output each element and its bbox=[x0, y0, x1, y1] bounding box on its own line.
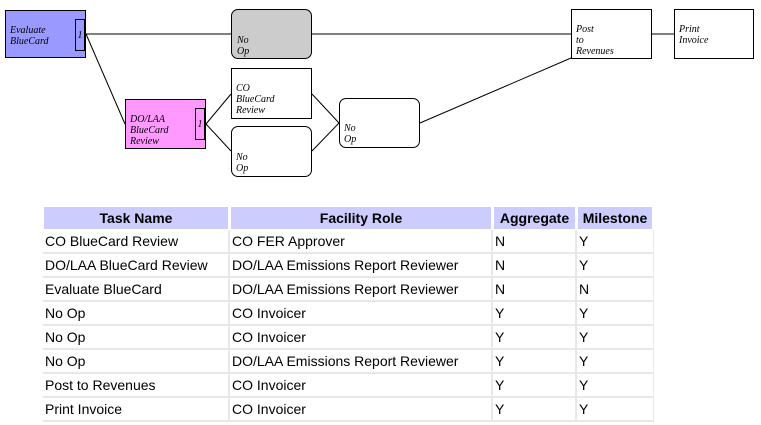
table-row: No Op CO Invoicer Y Y bbox=[43, 326, 654, 350]
node-co-bluecard-review[interactable]: CO BlueCard Review bbox=[231, 68, 312, 119]
table-row: DO/LAA BlueCard Review DO/LAA Emissions … bbox=[43, 254, 654, 278]
edge-join-post bbox=[419, 57, 572, 124]
cell-aggregate: Y bbox=[493, 374, 577, 398]
cell-task-name: Evaluate BlueCard bbox=[43, 278, 230, 302]
node-label: No Op bbox=[237, 35, 250, 57]
node-label: No Op bbox=[344, 123, 357, 145]
cell-aggregate: N bbox=[493, 278, 577, 302]
diagram-connectors bbox=[85, 33, 674, 152]
cell-facility-role: CO Invoicer bbox=[230, 326, 493, 350]
edge-dolaa-noop-mid bbox=[205, 123, 232, 152]
node-dolaa-bluecard-review[interactable]: DO/LAA BlueCard Review 1 bbox=[125, 99, 206, 149]
header-task-name: Task Name bbox=[43, 206, 230, 230]
cell-task-name: CO BlueCard Review bbox=[43, 230, 230, 254]
cell-facility-role: DO/LAA Emissions Report Reviewer bbox=[230, 278, 493, 302]
table-row: CO BlueCard Review CO FER Approver N Y bbox=[43, 230, 654, 254]
node-label: DO/LAA BlueCard Review bbox=[130, 114, 169, 147]
task-table: Task Name Facility Role Aggregate Milest… bbox=[43, 206, 654, 422]
cell-task-name: Print Invoice bbox=[43, 398, 230, 422]
cell-milestone: Y bbox=[577, 326, 654, 350]
cell-milestone: Y bbox=[577, 302, 654, 326]
table-row: Evaluate BlueCard DO/LAA Emissions Repor… bbox=[43, 278, 654, 302]
header-facility-role: Facility Role bbox=[230, 206, 493, 230]
table-header-row: Task Name Facility Role Aggregate Milest… bbox=[43, 206, 654, 230]
cell-facility-role: CO Invoicer bbox=[230, 398, 493, 422]
table-row: Print Invoice CO Invoicer Y Y bbox=[43, 398, 654, 422]
node-no-op-join[interactable]: No Op bbox=[339, 98, 420, 148]
cell-milestone: Y bbox=[577, 254, 654, 278]
edge-noop-mid-join bbox=[311, 122, 340, 152]
workflow-diagram: Evaluate BlueCard 1 No Op Post to Revenu… bbox=[0, 0, 761, 190]
table-row: No Op DO/LAA Emissions Report Reviewer Y… bbox=[43, 350, 654, 374]
header-aggregate: Aggregate bbox=[493, 206, 577, 230]
cell-aggregate: Y bbox=[493, 398, 577, 422]
cell-aggregate: Y bbox=[493, 326, 577, 350]
cell-task-name: Post to Revenues bbox=[43, 374, 230, 398]
cell-milestone: Y bbox=[577, 230, 654, 254]
table-row: No Op CO Invoicer Y Y bbox=[43, 302, 654, 326]
node-label: CO BlueCard Review bbox=[236, 83, 275, 116]
node-post-to-revenues[interactable]: Post to Revenues bbox=[571, 9, 652, 59]
cell-facility-role: DO/LAA Emissions Report Reviewer bbox=[230, 254, 493, 278]
edge-co-review-join bbox=[311, 93, 340, 124]
node-label: Evaluate BlueCard bbox=[10, 25, 49, 47]
cell-aggregate: N bbox=[493, 254, 577, 278]
cell-task-name: No Op bbox=[43, 326, 230, 350]
edge-evaluate-dolaa bbox=[85, 33, 126, 125]
cell-milestone: Y bbox=[577, 398, 654, 422]
cell-facility-role: CO Invoicer bbox=[230, 374, 493, 398]
cell-facility-role: CO FER Approver bbox=[230, 230, 493, 254]
edge-dolaa-co-review bbox=[205, 93, 232, 125]
node-label: No Op bbox=[236, 152, 249, 174]
table-row: Post to Revenues CO Invoicer Y Y bbox=[43, 374, 654, 398]
cell-aggregate: Y bbox=[493, 350, 577, 374]
cell-task-name: DO/LAA BlueCard Review bbox=[43, 254, 230, 278]
cell-aggregate: Y bbox=[493, 302, 577, 326]
cell-task-name: No Op bbox=[43, 302, 230, 326]
node-evaluate-bluecard[interactable]: Evaluate BlueCard 1 bbox=[5, 10, 86, 58]
node-label: Print Invoice bbox=[679, 24, 709, 46]
cell-milestone: Y bbox=[577, 350, 654, 374]
node-no-op-top[interactable]: No Op bbox=[231, 9, 312, 59]
cell-facility-role: CO Invoicer bbox=[230, 302, 493, 326]
cell-aggregate: N bbox=[493, 230, 577, 254]
node-badge: 1 bbox=[75, 19, 85, 51]
node-no-op-mid[interactable]: No Op bbox=[231, 126, 312, 177]
node-label: Post to Revenues bbox=[576, 24, 614, 57]
cell-facility-role: DO/LAA Emissions Report Reviewer bbox=[230, 350, 493, 374]
cell-milestone: Y bbox=[577, 374, 654, 398]
node-print-invoice[interactable]: Print Invoice bbox=[674, 9, 754, 59]
cell-milestone: N bbox=[577, 278, 654, 302]
node-badge: 1 bbox=[195, 108, 205, 140]
header-milestone: Milestone bbox=[577, 206, 654, 230]
cell-task-name: No Op bbox=[43, 350, 230, 374]
